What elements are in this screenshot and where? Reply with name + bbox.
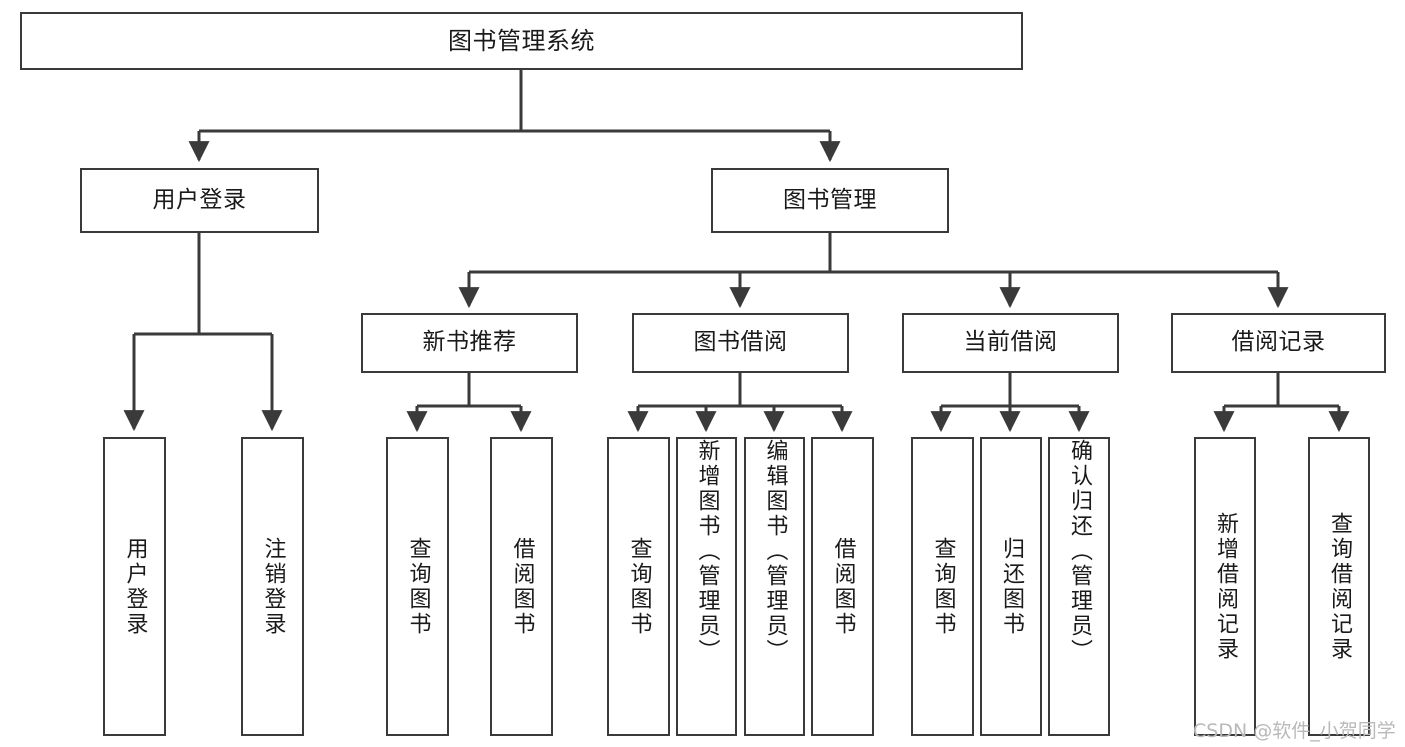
leaf-current-query-book[interactable]: 查询图书: [911, 437, 974, 736]
node-root-system[interactable]: 图书管理系统: [20, 12, 1023, 70]
leaf-user-login[interactable]: 用户登录: [103, 437, 166, 736]
node-label: 用户登录: [122, 536, 148, 637]
node-label: 注销登录: [260, 536, 286, 637]
node-book-borrow[interactable]: 图书借阅: [632, 313, 849, 373]
node-label: 借阅记录: [1231, 329, 1326, 356]
node-label: 当前借阅: [963, 329, 1058, 356]
node-label: 借阅图书: [509, 536, 535, 637]
leaf-borrow-edit-book-admin[interactable]: 编辑图书（管理员）: [744, 437, 805, 736]
leaf-record-query-borrow-record[interactable]: 查询借阅记录: [1308, 437, 1370, 736]
node-book-management[interactable]: 图书管理: [711, 168, 949, 233]
node-label: 查询借阅记录: [1327, 511, 1352, 662]
node-label: 借阅图书: [830, 536, 856, 637]
leaf-newbook-borrow-book[interactable]: 借阅图书: [490, 437, 553, 736]
node-label: 用户登录: [152, 186, 247, 213]
node-label: 编辑图书（管理员）: [762, 439, 788, 664]
node-label: 图书管理系统: [448, 26, 595, 55]
node-current-borrow[interactable]: 当前借阅: [902, 313, 1119, 373]
leaf-record-add-borrow-record[interactable]: 新增借阅记录: [1194, 437, 1256, 736]
leaf-current-confirm-return-admin[interactable]: 确认归还（管理员）: [1048, 437, 1110, 736]
node-label: 归还图书: [999, 536, 1024, 637]
node-label: 新增图书（管理员）: [694, 439, 720, 664]
leaf-borrow-borrow-book[interactable]: 借阅图书: [811, 437, 874, 736]
node-new-book-recommend[interactable]: 新书推荐: [361, 313, 578, 373]
node-label: 新书推荐: [422, 329, 517, 356]
node-borrow-record[interactable]: 借阅记录: [1171, 313, 1386, 373]
leaf-borrow-query-book[interactable]: 查询图书: [607, 437, 670, 736]
leaf-current-return-book[interactable]: 归还图书: [980, 437, 1042, 736]
leaf-borrow-add-book-admin[interactable]: 新增图书（管理员）: [676, 437, 737, 736]
node-user-login[interactable]: 用户登录: [80, 168, 319, 233]
node-label: 查询图书: [930, 536, 956, 637]
node-label: 图书管理: [783, 186, 877, 213]
node-label: 图书借阅: [693, 329, 788, 356]
node-label: 新增借阅记录: [1213, 511, 1238, 662]
leaf-newbook-query-book[interactable]: 查询图书: [386, 437, 449, 736]
node-label: 确认归还（管理员）: [1067, 439, 1092, 664]
node-label: 查询图书: [626, 536, 652, 637]
leaf-user-logout[interactable]: 注销登录: [241, 437, 304, 736]
node-label: 查询图书: [405, 536, 431, 637]
csdn-watermark: CSDN @软件_小贺同学: [1193, 720, 1396, 742]
